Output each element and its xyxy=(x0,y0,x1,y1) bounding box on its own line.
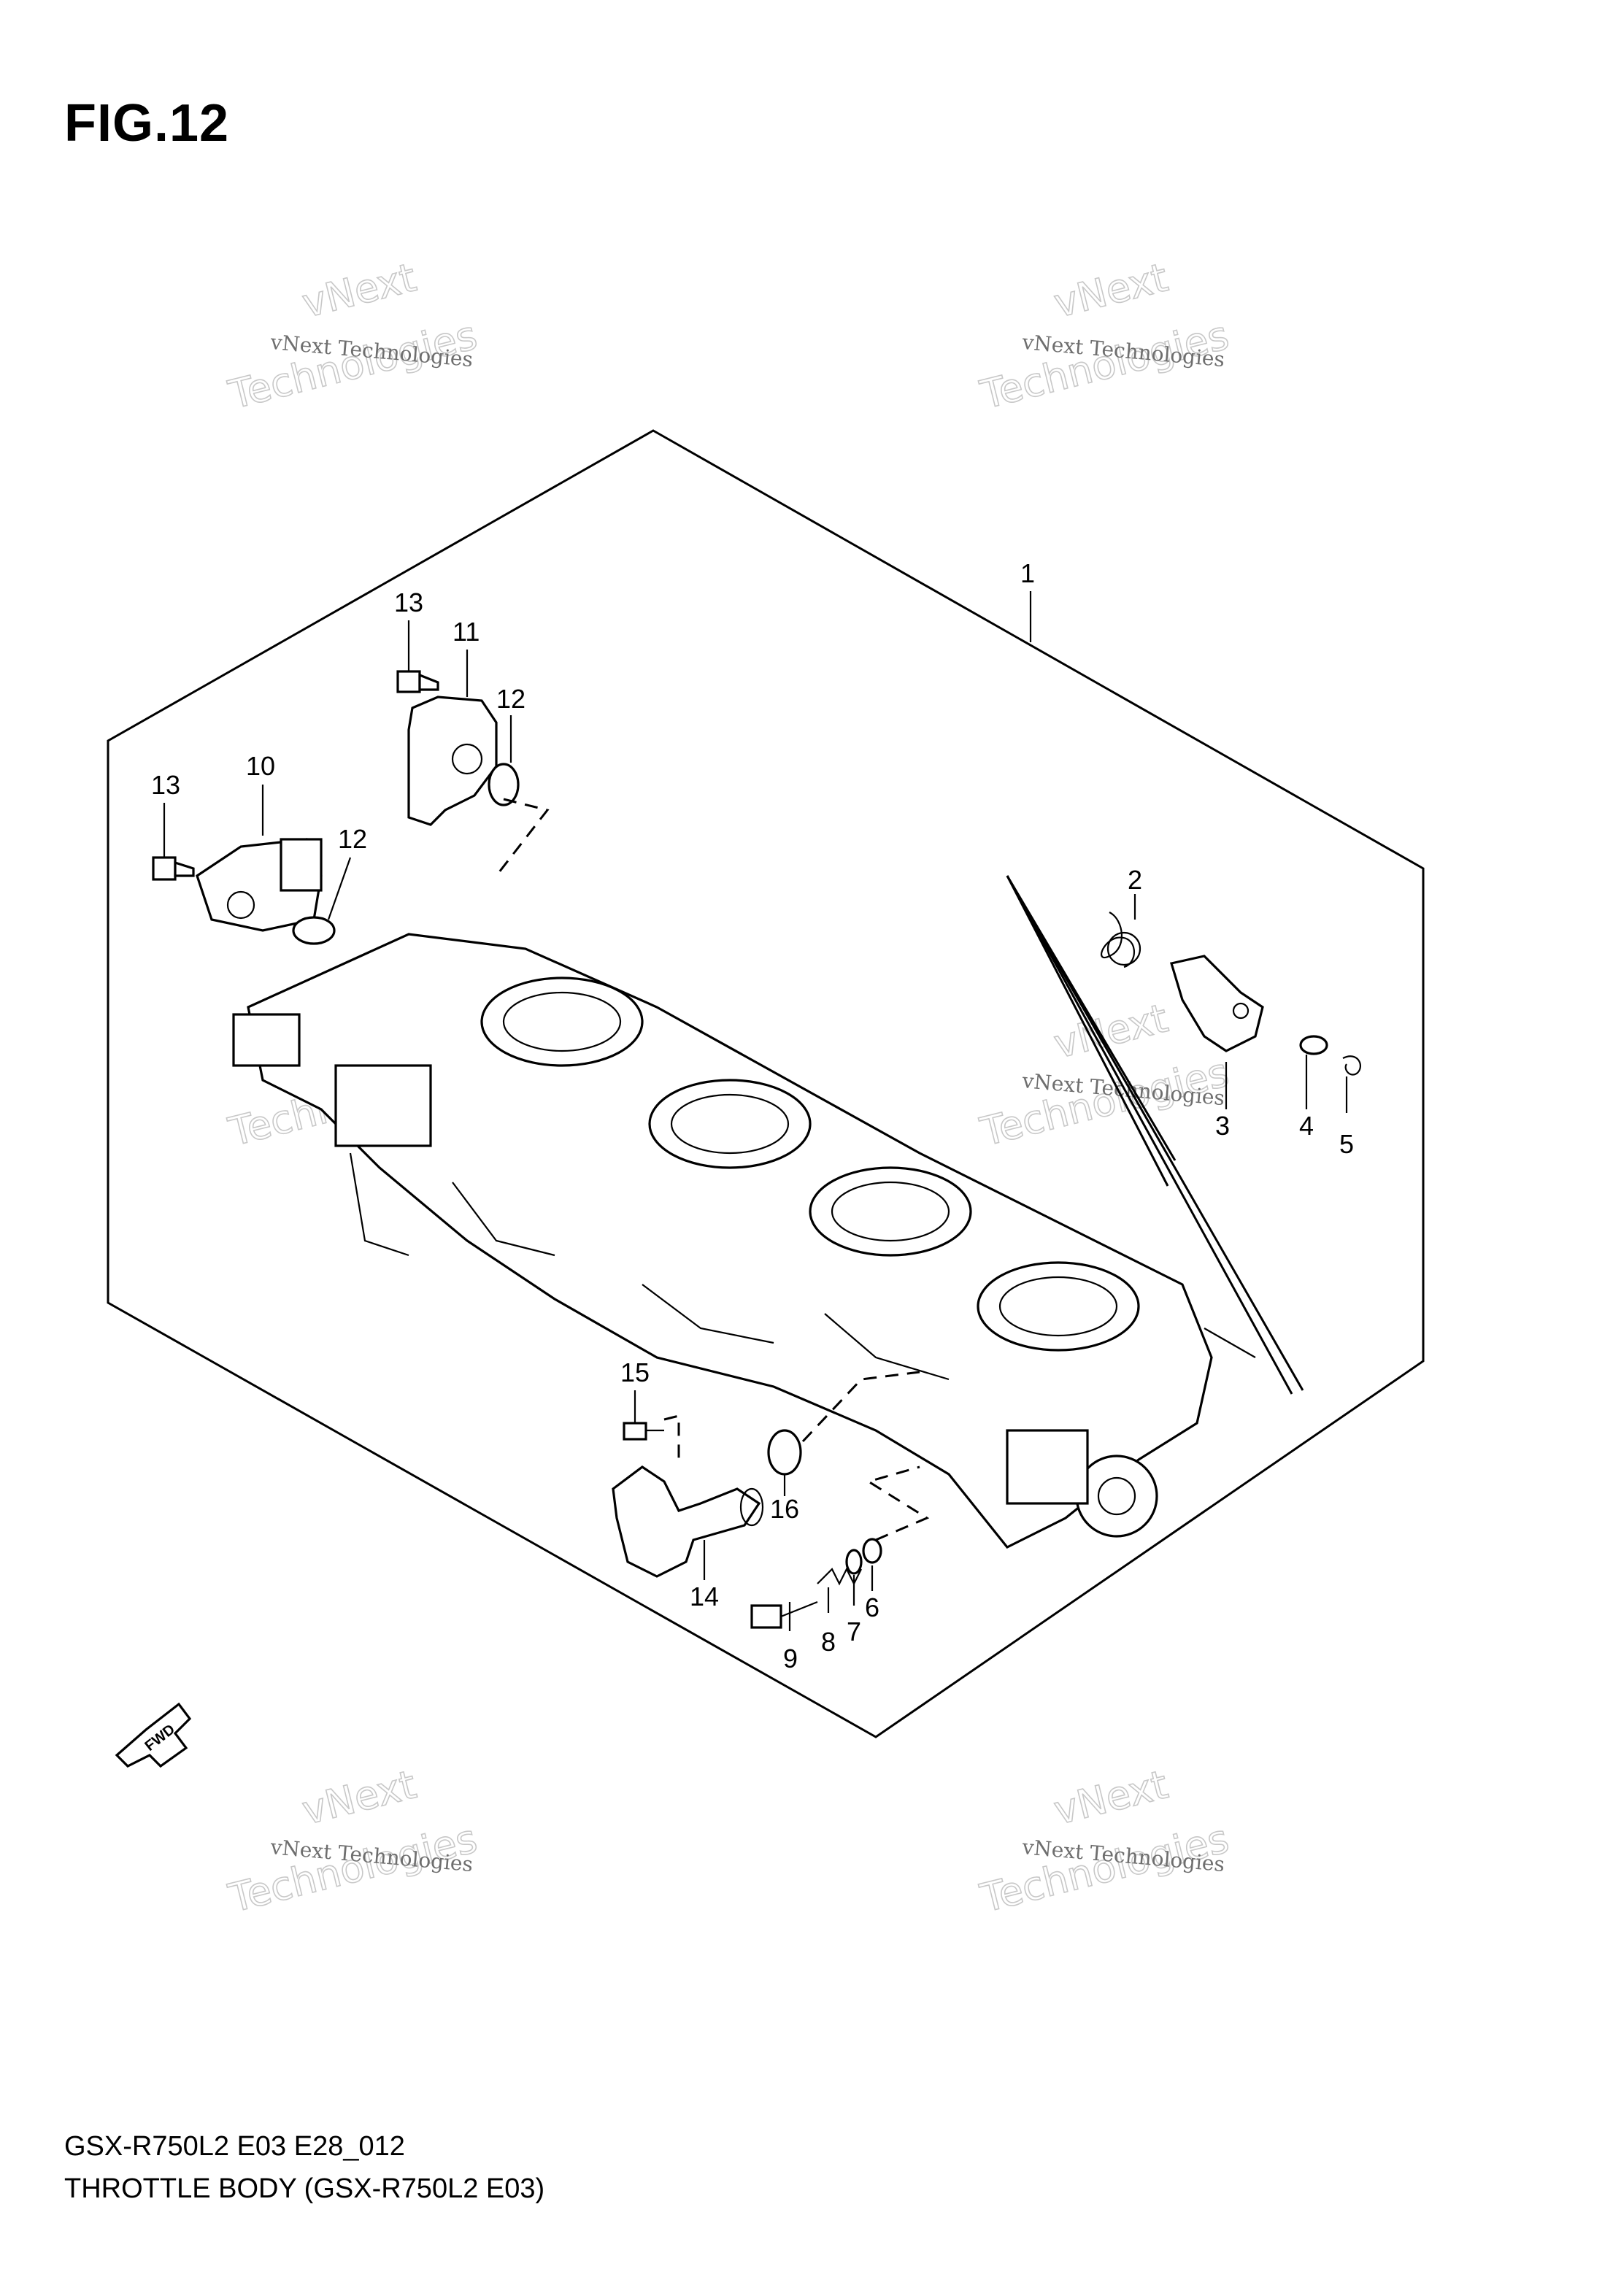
watermark-top-left: vNext Technologies vNext Technologies xyxy=(223,254,482,419)
part-10-sensor xyxy=(196,838,323,932)
callout-2: 2 xyxy=(1128,865,1142,895)
leader-lines xyxy=(163,591,1348,1631)
part-2-spring xyxy=(1101,912,1141,968)
throttle-body xyxy=(232,933,1256,1549)
part-6-oring xyxy=(862,1538,882,1564)
svg-text:vNext: vNext xyxy=(1050,254,1172,326)
callout-4: 4 xyxy=(1299,1111,1314,1141)
fwd-arrow-icon: FWD xyxy=(115,1702,192,1768)
part-11-sensor xyxy=(407,696,498,826)
part-3-lever xyxy=(1169,955,1264,1052)
part-13-bolt-upper xyxy=(396,670,439,693)
callout-3: 3 xyxy=(1215,1111,1230,1141)
throttle-bore-3 xyxy=(809,1166,972,1257)
callout-7: 7 xyxy=(847,1617,861,1646)
part-12-oring-upper xyxy=(488,763,520,806)
watermark-bottom-right: vNext Technologies vNext Technologies xyxy=(975,1761,1233,1922)
part-16-oring xyxy=(767,1429,802,1476)
part-12-oring-lower xyxy=(292,916,336,945)
part-15-screw xyxy=(623,1422,664,1441)
throttle-bore-2 xyxy=(648,1079,812,1169)
pulley-bracket xyxy=(1006,1429,1089,1505)
callout-13-upper: 13 xyxy=(394,588,423,617)
callout-10: 10 xyxy=(246,751,275,781)
part-9-screw xyxy=(750,1600,818,1629)
callout-15: 15 xyxy=(620,1357,650,1387)
callout-8: 8 xyxy=(821,1627,836,1657)
part-8-spring xyxy=(817,1567,862,1586)
callout-12-lower: 12 xyxy=(338,824,367,854)
callout-12-upper: 12 xyxy=(496,684,525,714)
throttle-bore-4 xyxy=(977,1261,1140,1352)
connector-block xyxy=(232,1013,301,1067)
callout-1: 1 xyxy=(1020,558,1035,588)
subassembly-bracket xyxy=(1006,875,1304,1391)
svg-text:vNext: vNext xyxy=(298,1761,420,1833)
callout-14: 14 xyxy=(690,1582,719,1611)
assembly-boundary xyxy=(107,429,1425,1738)
part-14-sensor xyxy=(612,1465,764,1578)
part-7-washer xyxy=(845,1549,863,1575)
part-5-clip xyxy=(1342,1055,1361,1076)
model-code: GSX-R750L2 E03 E28_012 xyxy=(64,2131,405,2162)
svg-text:vNext: vNext xyxy=(1050,1761,1172,1833)
throttle-bore-1 xyxy=(480,976,644,1067)
watermark-top-right: vNext Technologies vNext Technologies xyxy=(975,254,1233,419)
callout-6: 6 xyxy=(865,1592,879,1622)
callout-labels: 1 2 3 4 5 6 7 8 9 10 11 12 12 13 13 14 1… xyxy=(151,558,1354,1673)
callout-9: 9 xyxy=(783,1644,798,1673)
part-13-bolt-lower xyxy=(152,856,195,881)
svg-text:vNext: vNext xyxy=(298,254,420,326)
callout-16: 16 xyxy=(770,1494,799,1524)
watermark-bottom-left: vNext Technologies vNext Technologies xyxy=(223,1761,482,1922)
sensor-housing xyxy=(334,1064,432,1147)
part-4-washer xyxy=(1299,1035,1328,1055)
callout-5: 5 xyxy=(1339,1129,1354,1159)
callout-11: 11 xyxy=(453,617,480,647)
diagram-caption: THROTTLE BODY (GSX-R750L2 E03) xyxy=(64,2173,545,2204)
figure-title: FIG.12 xyxy=(64,94,230,153)
callout-13-lower: 13 xyxy=(151,770,180,800)
